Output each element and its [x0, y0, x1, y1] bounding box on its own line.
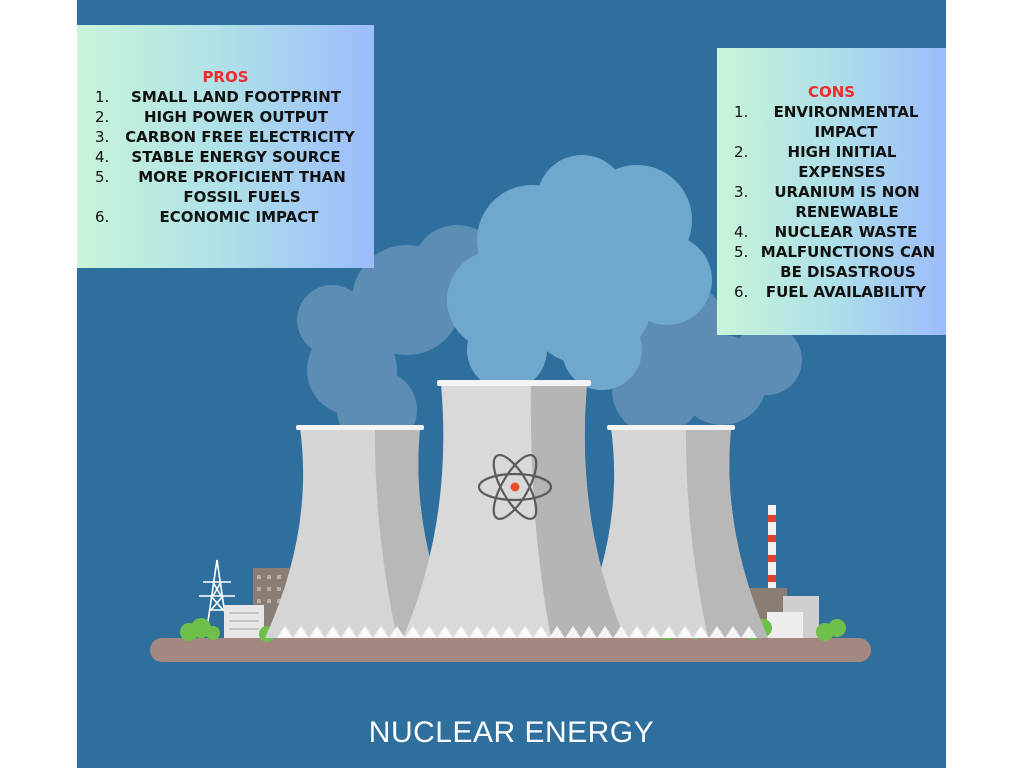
pros-item: 1. SMALL LAND FOOTPRINT: [77, 87, 374, 107]
pros-panel: PROS 1. SMALL LAND FOOTPRINT 2. HIGH POW…: [77, 25, 374, 268]
cons-item: 1. ENVIRONMENTAL IMPACT: [717, 102, 946, 142]
poster-caption: NUCLEAR ENERGY: [368, 716, 655, 749]
pros-item-text: HIGH POWER OUTPUT: [143, 108, 329, 126]
pros-item: 5. MORE PROFICIENT THAN FOSSIL FUELS: [77, 167, 374, 207]
pros-item: 2. HIGH POWER OUTPUT: [77, 107, 374, 127]
pros-item-text: MORE PROFICIENT THAN FOSSIL FUELS: [138, 168, 346, 206]
cons-panel: CONS 1. ENVIRONMENTAL IMPACT 2. HIGH INI…: [717, 48, 946, 335]
cons-item-text: MALFUNCTIONS CAN BE DISASTROUS: [760, 243, 936, 281]
cons-item-number: 1.: [734, 103, 749, 121]
tower-base-pattern: [277, 626, 757, 638]
pros-item-number: 5.: [95, 168, 110, 186]
smoke-clouds-front: [447, 155, 712, 390]
pros-title: PROS: [202, 68, 249, 86]
cons-item-number: 4.: [734, 223, 749, 241]
pros-item-number: 2.: [95, 108, 110, 126]
pros-item-text: STABLE ENERGY SOURCE: [131, 148, 341, 166]
cons-title: CONS: [807, 83, 856, 101]
pros-item-number: 1.: [95, 88, 110, 106]
cons-item-text: FUEL AVAILABILITY: [765, 283, 927, 301]
poster-canvas: PROS 1. SMALL LAND FOOTPRINT 2. HIGH POW…: [77, 0, 946, 768]
pros-item: 3. CARBON FREE ELECTRICITY: [77, 127, 374, 147]
pros-item: 4. STABLE ENERGY SOURCE: [77, 147, 374, 167]
pros-item-text: SMALL LAND FOOTPRINT: [131, 88, 341, 106]
cons-item-text: ENVIRONMENTAL IMPACT: [773, 103, 919, 141]
cons-item-number: 5.: [734, 243, 749, 261]
cons-item: 2. HIGH INITIAL EXPENSES: [717, 142, 946, 182]
power-pylon-icon: [199, 559, 235, 629]
cons-item-text: HIGH INITIAL EXPENSES: [787, 143, 897, 181]
pros-item: 6. ECONOMIC IMPACT: [77, 207, 374, 227]
pros-item-number: 6.: [95, 208, 110, 226]
cons-item-number: 2.: [734, 143, 749, 161]
cons-item: 6. FUEL AVAILABILITY: [717, 282, 946, 302]
pros-item-number: 4.: [95, 148, 110, 166]
cons-item-number: 6.: [734, 283, 749, 301]
cons-item-text: NUCLEAR WASTE: [774, 223, 918, 241]
atom-icon: [477, 454, 553, 520]
pros-item-number: 3.: [95, 128, 110, 146]
cons-item: 5. MALFUNCTIONS CAN BE DISASTROUS: [717, 242, 946, 282]
cons-item: 4. NUCLEAR WASTE: [717, 222, 946, 242]
pros-item-text: ECONOMIC IMPACT: [159, 208, 319, 226]
smokestack-icon: [768, 505, 776, 590]
cons-item-number: 3.: [734, 183, 749, 201]
cooling-tower-right: [576, 425, 768, 638]
power-plant-illustration: [150, 155, 871, 662]
cons-item: 3. URANIUM IS NON RENEWABLE: [717, 182, 946, 222]
ground-strip: [150, 638, 871, 662]
pros-item-text: CARBON FREE ELECTRICITY: [125, 128, 355, 146]
cons-item-text: URANIUM IS NON RENEWABLE: [774, 183, 920, 221]
